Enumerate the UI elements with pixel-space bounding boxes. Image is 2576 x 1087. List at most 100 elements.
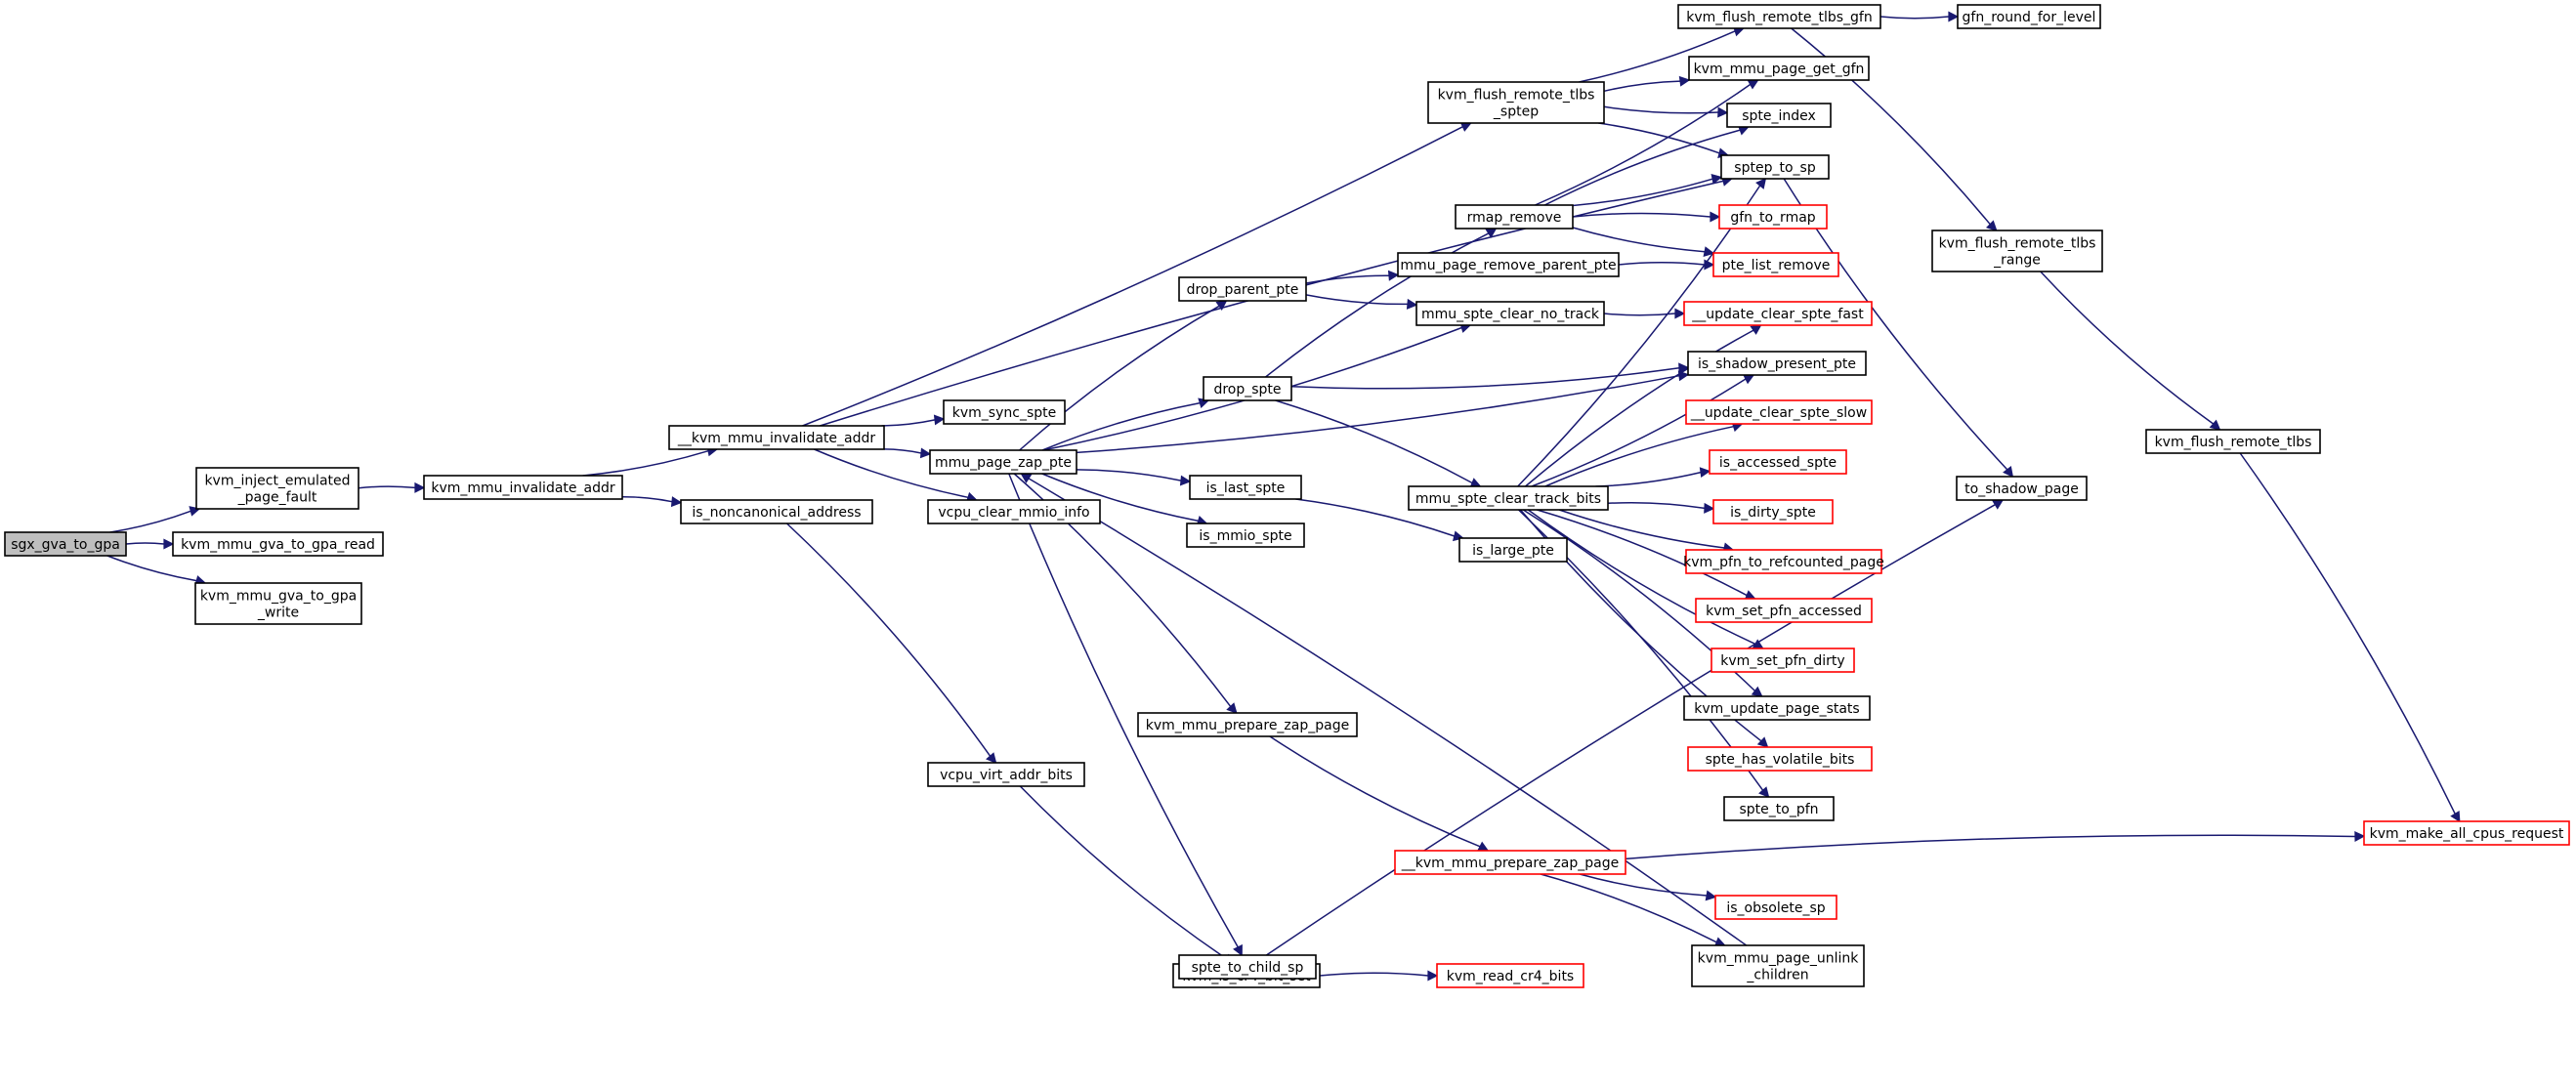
node-label: is_obsolete_sp	[1726, 900, 1825, 916]
node-label: kvm_mmu_invalidate_addr	[431, 481, 615, 496]
edge-line	[1527, 509, 1756, 646]
node-box	[1415, 301, 1605, 326]
node-pte-list-remove[interactable]: pte_list_remove	[1712, 252, 1839, 277]
node-label: drop_spte	[1213, 382, 1281, 397]
edge-msctb-to-ids	[1607, 501, 1715, 514]
node-kvm-mmu-invalidate-addr[interactable]: kvm_mmu_invalidate_addr	[423, 475, 623, 500]
node-kvm-mmu-page-get-gfn[interactable]: kvm_mmu_page_get_gfn	[1688, 56, 1870, 81]
node-vcpu-virt-addr-bits[interactable]: vcpu_virt_addr_bits	[927, 762, 1085, 787]
edge-sgx-to-gtgr	[125, 538, 175, 550]
node-kvm-set-pfn-accessed[interactable]: kvm_set_pfn_accessed	[1695, 598, 1873, 623]
node-is-shadow-present-pte[interactable]: is_shadow_present_pte	[1687, 351, 1867, 376]
node-label: gfn_round_for_level	[1963, 10, 2096, 25]
arrowhead	[1710, 173, 1723, 185]
edge-line	[1041, 473, 1199, 523]
node-kvm-update-page-stats[interactable]: kvm_update_page_stats	[1683, 695, 1871, 721]
node-label: drop_parent_pte	[1187, 282, 1299, 298]
edge-rr-to-si	[1543, 125, 1750, 206]
edge-line	[1028, 478, 1748, 946]
node-is-mmio-spte[interactable]: is_mmio_spte	[1186, 523, 1305, 548]
node-sgx-gva-to-gpa[interactable]: sgx_gva_to_gpa	[4, 531, 127, 557]
edge-line	[1265, 504, 1996, 956]
arrowhead	[1459, 121, 1472, 132]
node-kvm-make-all-cpus-request[interactable]: kvm_make_all_cpus_request	[2363, 820, 2570, 846]
node-update-clear-spte-slow[interactable]: __update_clear_spte_slow	[1685, 399, 1873, 425]
node-spte-to-pfn[interactable]: spte_to_pfn	[1723, 796, 1835, 821]
node-kvm-flush-remote-tlbs[interactable]: kvm_flush_remote_tlbs	[2145, 429, 2321, 454]
edge-line	[1041, 401, 1201, 451]
node-box	[172, 531, 384, 557]
node-to-shadow-page[interactable]: to_shadow_page	[1956, 476, 2088, 501]
node-is-obsolete-sp[interactable]: is_obsolete_sp	[1714, 895, 1837, 920]
node-is-dirty-spte[interactable]: is_dirty_spte	[1712, 499, 1834, 524]
node-label: mmu_spte_clear_track_bits	[1415, 491, 1601, 507]
edge-line	[1544, 425, 1734, 487]
node-label: kvm_pfn_to_refcounted_page	[1683, 555, 1884, 570]
node-kvm-read-cr4-bits[interactable]: kvm_read_cr4_bits	[1436, 963, 1584, 988]
node-update-clear-spte-fast[interactable]: __update_clear_spte_fast	[1683, 301, 1873, 326]
node-kvm-flush-remote-tlbs-gfn[interactable]: kvm_flush_remote_tlbs_gfn	[1677, 4, 1881, 29]
node-label: vcpu_clear_mmio_info	[938, 505, 1089, 521]
node-kvm-mmu-prepare-zap-page[interactable]: kvm_mmu_prepare_zap_page	[1137, 712, 1358, 737]
node-is-accessed-spte[interactable]: is_accessed_spte	[1709, 449, 1847, 475]
edge-dpp-to-mscnt	[1305, 294, 1418, 310]
node-is-noncanonical-address[interactable]: is_noncanonical_address	[680, 499, 873, 524]
edge-inca-to-vvab	[785, 523, 997, 765]
edge-line	[1019, 785, 1227, 959]
edge-line	[1535, 83, 1752, 206]
arrowhead	[2354, 831, 2366, 842]
arrowhead	[1948, 11, 1960, 22]
node-kvm-sync-spte[interactable]: kvm_sync_spte	[943, 399, 1066, 425]
node-is-large-pte[interactable]: is_large_pte	[1458, 537, 1568, 563]
node-mmu-spte-clear-track-bits[interactable]: mmu_spte_clear_track_bits	[1408, 485, 1609, 511]
edge-line	[1572, 227, 1706, 253]
edge-line	[1275, 399, 1473, 484]
node-drop-parent-pte[interactable]: drop_parent_pte	[1178, 276, 1307, 302]
edge-line	[1295, 498, 1456, 537]
node-label: kvm_flush_remote_tlbs_gfn	[1686, 10, 1873, 25]
node-spte-to-child-sp[interactable]: spte_to_child_sp	[1178, 954, 1317, 980]
node-rmap-remove[interactable]: rmap_remove	[1455, 204, 1574, 230]
node-label: kvm_mmu_page_get_gfn	[1694, 62, 1865, 77]
node-spte-has-volatile-bits[interactable]: spte_has_volatile_bits	[1687, 746, 1873, 772]
node-mmu-spte-clear-no-track[interactable]: mmu_spte_clear_no_track	[1415, 301, 1605, 326]
node-box	[423, 475, 623, 500]
node-kvm-inject-emulated-page-fault[interactable]: kvm_inject_emulated_page_fault	[195, 467, 359, 510]
node-label: mmu_spte_clear_no_track	[1421, 307, 1600, 322]
node-mmu-page-zap-pte[interactable]: mmu_page_zap_pte	[929, 449, 1077, 475]
edge-kicbs-to-krcb	[1319, 970, 1439, 982]
arrowhead	[1678, 75, 1691, 87]
node-label: spte_to_pfn	[1739, 802, 1818, 817]
node-kvm-flush-remote-tlbs-sptep[interactable]: kvm_flush_remote_tlbs_sptep	[1427, 81, 1605, 124]
node-kvm-flush-remote-tlbs-range[interactable]: kvm_flush_remote_tlbs_range	[1931, 230, 2103, 272]
node-spte-index[interactable]: spte_index	[1726, 103, 1832, 128]
node-kvm-mmu-prepare-zap-page[interactable]: __kvm_mmu_prepare_zap_page	[1394, 850, 1626, 875]
node-box	[668, 425, 885, 450]
edge-msctb-to-kptrp	[1558, 509, 1735, 554]
edge-line	[785, 523, 992, 757]
node-gfn-round-for-level[interactable]: gfn_round_for_level	[1957, 4, 2101, 29]
node-vcpu-clear-mmio-info[interactable]: vcpu_clear_mmio_info	[927, 499, 1101, 524]
node-mmu-page-remove-parent-pte[interactable]: mmu_page_remove_parent_pte	[1397, 252, 1620, 277]
node-kvm-mmu-gva-to-gpa-read[interactable]: kvm_mmu_gva_to_gpa_read	[172, 531, 384, 557]
node-kvm-mmu-page-unlink-children[interactable]: kvm_mmu_page_unlink_children	[1691, 944, 1865, 987]
node-box	[1723, 796, 1835, 821]
edge-kfrt-to-kmacr	[2239, 452, 2461, 823]
edge-line	[1008, 473, 1239, 948]
edge-line	[1607, 501, 1706, 510]
edge-kfrtr-to-kfrt	[2040, 271, 2221, 431]
node-label: is_last_spte	[1206, 481, 1286, 496]
node-kvm-mmu-gva-to-gpa-write[interactable]: kvm_mmu_gva_to_gpa_write	[194, 582, 362, 625]
node-kvm-set-pfn-dirty[interactable]: kvm_set_pfn_dirty	[1710, 648, 1855, 673]
node-sptep-to-sp[interactable]: sptep_to_sp	[1720, 154, 1830, 180]
arrowhead	[933, 414, 946, 426]
node-label: rmap_remove	[1467, 210, 1562, 226]
node-drop-spte[interactable]: drop_spte	[1203, 376, 1292, 401]
arrowhead	[1699, 467, 1711, 479]
node-kvm-pfn-to-refcounted-page[interactable]: kvm_pfn_to_refcounted_page	[1683, 549, 1884, 574]
node-gfn-to-rmap[interactable]: gfn_to_rmap	[1718, 204, 1828, 230]
node-kvm-mmu-invalidate-addr[interactable]: __kvm_mmu_invalidate_addr	[668, 425, 885, 450]
node-is-last-spte[interactable]: is_last_spte	[1189, 475, 1302, 500]
node-box	[195, 467, 359, 510]
